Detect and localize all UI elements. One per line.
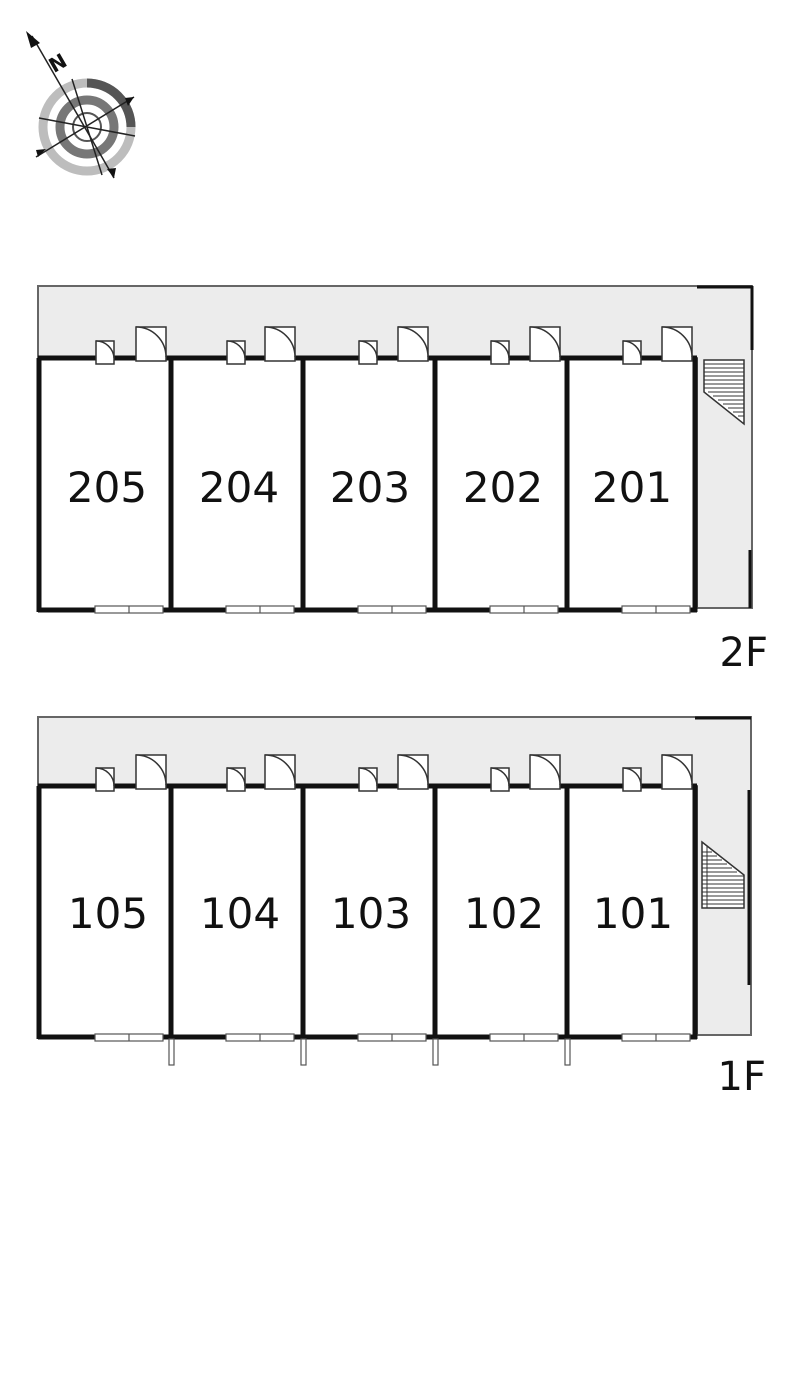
door-205 bbox=[95, 326, 167, 365]
door-102 bbox=[490, 754, 561, 792]
unit-203-label: 203 bbox=[330, 463, 410, 512]
floor-label-1f: 1F bbox=[718, 1054, 766, 1100]
floor-2f: 205 204 203 202 201 2F bbox=[36, 285, 768, 676]
windows-2f bbox=[94, 605, 691, 614]
door-101 bbox=[622, 754, 693, 792]
unit-204-label: 204 bbox=[199, 463, 279, 512]
staircase-2f bbox=[703, 359, 745, 426]
door-203 bbox=[358, 326, 429, 365]
staircase-1f bbox=[701, 840, 745, 909]
door-103 bbox=[358, 754, 429, 792]
floor-1f: 105 104 103 102 101 1F bbox=[36, 716, 766, 1100]
unit-105-label: 105 bbox=[68, 889, 148, 938]
unit-104-label: 104 bbox=[200, 889, 280, 938]
unit-block-1f bbox=[36, 783, 698, 1040]
unit-102-label: 102 bbox=[464, 889, 544, 938]
floor-label-2f: 2F bbox=[720, 630, 768, 676]
unit-201-label: 201 bbox=[592, 463, 672, 512]
doors-1f bbox=[95, 754, 693, 792]
unit-101-label: 101 bbox=[593, 889, 673, 938]
door-204 bbox=[226, 326, 296, 365]
unit-103-label: 103 bbox=[331, 889, 411, 938]
compass-rose-icon: N bbox=[26, 31, 136, 179]
north-arrow-icon bbox=[26, 31, 40, 48]
door-201 bbox=[622, 326, 693, 365]
door-104 bbox=[226, 754, 296, 792]
partition-stubs-1f bbox=[168, 1038, 571, 1066]
door-202 bbox=[490, 326, 561, 365]
north-label: N bbox=[45, 48, 72, 77]
door-105 bbox=[95, 754, 167, 792]
windows-1f bbox=[94, 1033, 691, 1042]
doors-2f bbox=[95, 326, 693, 365]
unit-202-label: 202 bbox=[463, 463, 543, 512]
unit-205-label: 205 bbox=[67, 463, 147, 512]
